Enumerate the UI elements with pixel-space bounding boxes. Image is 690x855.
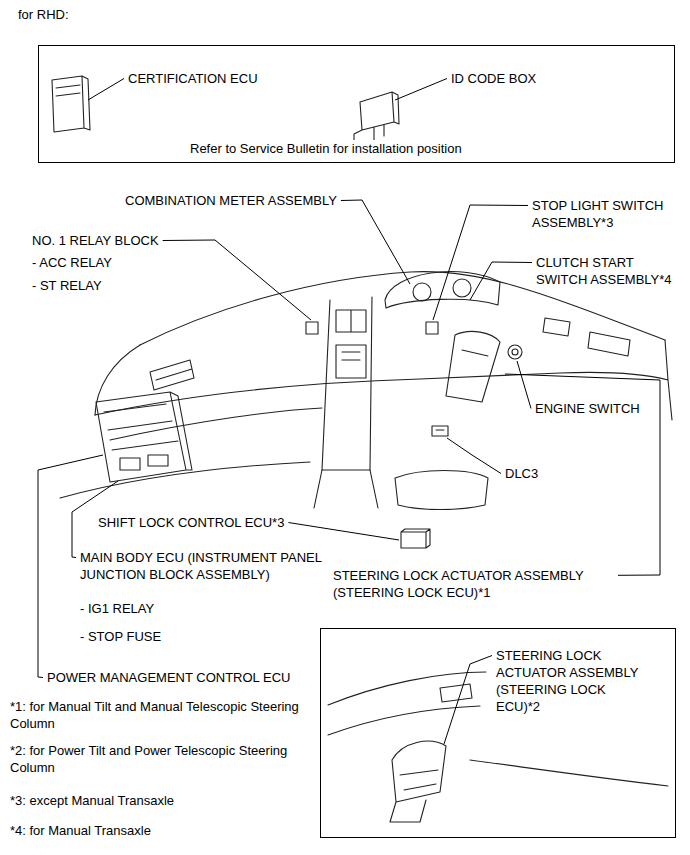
part-label: STEERING LOCK ACTUATOR ASSEMBLY (STEERIN… (496, 647, 646, 715)
steering-column (446, 331, 500, 402)
left-vent (150, 360, 194, 390)
armrest (395, 471, 488, 510)
junction-block-drawing (96, 392, 192, 482)
part-label: ID CODE BOX (451, 70, 536, 87)
part-label: SHIFT LOCK CONTROL ECU*3 (98, 514, 284, 531)
leader-line (88, 79, 124, 101)
part-label: POWER MANAGEMENT CONTROL ECU (47, 669, 290, 686)
note-text: Refer to Service Bulletin for installati… (190, 140, 462, 157)
meter-dial (413, 283, 431, 301)
console (314, 470, 378, 508)
certification-ecu-drawing (52, 76, 90, 132)
glove-box-line (110, 408, 322, 440)
engine-switch-drawing (512, 349, 518, 355)
relay-block-drawing (306, 322, 318, 334)
footnote: *1: for Manual Tilt and Manual Telescopi… (10, 698, 315, 732)
part-label: NO. 1 RELAY BLOCK (32, 232, 159, 249)
center-stack (322, 297, 372, 470)
id-code-box-drawing (354, 92, 399, 142)
leader-line (470, 262, 532, 300)
leader-line (517, 361, 531, 409)
inset-steering-column (390, 741, 446, 822)
part-label: COMBINATION METER ASSEMBLY (125, 192, 337, 209)
shift-lock-ecu-drawing (401, 529, 430, 548)
relay-label: - IG1 RELAY (80, 600, 154, 617)
part-label: ENGINE SWITCH (535, 400, 640, 417)
leader-line (447, 438, 501, 474)
inset-frame: STEERING LOCK ACTUATOR ASSEMBLY (STEERIN… (320, 628, 676, 838)
footnote: *4: for Manual Transaxle (10, 822, 151, 839)
engine-switch-drawing (508, 345, 522, 359)
location-note-frame: CERTIFICATION ECU ID CODE BOX Refer to Ser… (38, 45, 675, 163)
relay-label: - ACC RELAY (32, 254, 112, 271)
part-label: MAIN BODY ECU (INSTRUMENT PANEL JUNCTION… (80, 549, 360, 583)
footnote: *2: for Power Tilt and Power Telescopic … (10, 742, 315, 776)
leader-line (288, 523, 399, 541)
leader-line (163, 240, 311, 320)
part-label: STEERING LOCK ACTUATOR ASSEMBLY (STEERIN… (333, 567, 618, 601)
dashboard-lower-edge (95, 340, 672, 420)
floor-line (60, 462, 310, 498)
footnote: *3: except Manual Transaxle (10, 792, 174, 809)
dashboard-left-end (95, 345, 140, 415)
dlc3-drawing (432, 426, 448, 436)
diagram-title: for RHD: (18, 6, 69, 23)
relay-label: - ST RELAY (32, 277, 102, 294)
inset-lower-line (470, 760, 668, 786)
part-label: CLUTCH START SWITCH ASSEMBLY*4 (536, 254, 681, 288)
meter-dial (453, 279, 471, 297)
stop-light-switch-drawing (426, 322, 438, 334)
part-label: CERTIFICATION ECU (128, 70, 258, 87)
part-label: STOP LIGHT SWITCH ASSEMBLY*3 (532, 197, 677, 231)
leader-line (341, 200, 410, 284)
leader-line (444, 656, 492, 745)
right-vents (543, 318, 630, 356)
leader-line (505, 374, 660, 576)
inset-dashboard (328, 672, 486, 735)
fuse-label: - STOP FUSE (80, 628, 161, 645)
leader-line (395, 79, 447, 101)
part-label: DLC3 (505, 465, 538, 482)
